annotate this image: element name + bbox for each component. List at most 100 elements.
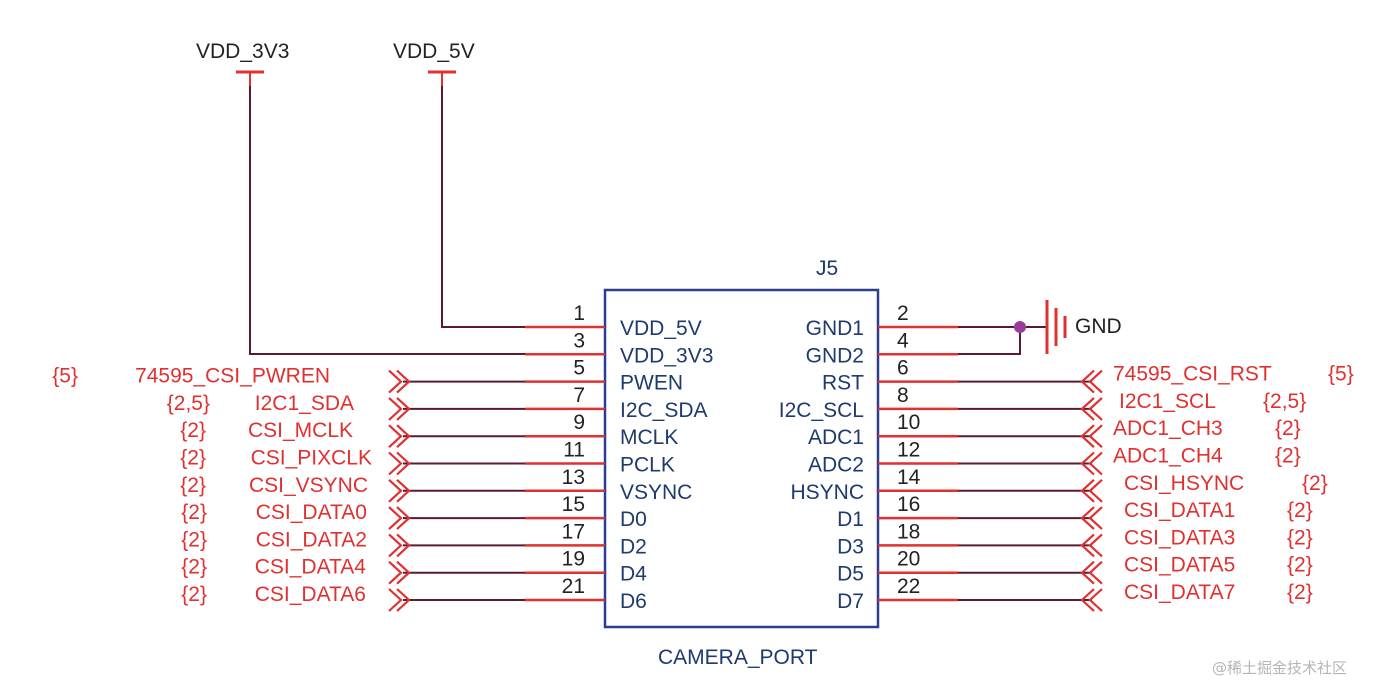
left-pin-name: PCLK (620, 454, 675, 477)
left-net-label: I2C1_SDA (255, 392, 354, 415)
left-net-ref: {2} (181, 528, 207, 551)
left-pin-name: VDD_5V (620, 317, 702, 340)
right-net-ref: {5} (1328, 363, 1354, 386)
gnd-junction-dot (1014, 321, 1026, 333)
right-pin-number: 20 (897, 548, 920, 571)
right-offpage-connector (1088, 478, 1103, 503)
left-offpage-connector (388, 533, 403, 558)
right-offpage-connector (1080, 397, 1095, 421)
right-offpage-connector (1080, 424, 1095, 449)
gnd2-wire (958, 327, 1021, 355)
right-offpage-connector (1088, 451, 1103, 476)
right-net-label: 74595_CSI_RST (1113, 363, 1272, 386)
left-pin-number: 13 (562, 466, 585, 489)
gnd-label: GND (1075, 315, 1122, 338)
left-pin-number: 5 (573, 357, 585, 380)
left-net-label: CSI_DATA0 (256, 501, 367, 524)
left-net-ref: {2} (181, 501, 207, 524)
right-net-ref: {2} (1287, 581, 1313, 604)
power-wires (236, 70, 525, 355)
left-net-ref: {5} (52, 365, 78, 388)
right-net-label: CSI_DATA5 (1124, 554, 1235, 577)
left-offpage-connector (396, 478, 411, 503)
left-pin-number: 1 (573, 302, 585, 325)
left-net-label: CSI_VSYNC (249, 474, 368, 497)
right-pin-number: 16 (897, 493, 920, 516)
vdd-5v-wire (441, 86, 525, 328)
right-net-label: CSI_DATA3 (1124, 526, 1235, 549)
left-pin-name: D0 (620, 508, 647, 531)
left-offpage-connector (388, 397, 403, 421)
left-offpage-connector (388, 588, 403, 612)
left-offpage-connector (396, 451, 411, 476)
right-offpage-connector (1088, 533, 1103, 558)
right-pin-name: D7 (837, 590, 864, 613)
left-net-ref: {2} (180, 419, 206, 442)
right-pin-name: ADC1 (808, 426, 864, 449)
left-pin-number: 17 (562, 520, 585, 543)
left-pin-number: 7 (573, 384, 585, 407)
vdd-5v-label: VDD_5V (393, 40, 475, 63)
left-pin-name: PWEN (620, 372, 683, 395)
right-offpage-connector (1080, 369, 1095, 394)
left-offpage-connector (396, 506, 411, 530)
left-offpage-connector (388, 478, 403, 503)
right-pin-number: 14 (897, 466, 921, 489)
right-pin-name: D3 (837, 535, 864, 558)
left-pin-name: D4 (620, 563, 647, 586)
right-net-ref: {2} (1302, 472, 1328, 495)
left-offpage-connector (388, 369, 403, 394)
left-offpage-connector (396, 533, 411, 558)
right-offpage-connector (1088, 424, 1103, 449)
right-pin-name: D5 (837, 563, 864, 586)
left-offpage-connector (396, 588, 411, 612)
left-offpage-connector (396, 397, 411, 421)
right-pin-name: GND2 (806, 344, 864, 367)
left-offpage-connector (396, 424, 411, 449)
right-net-ref: {2} (1287, 554, 1313, 577)
right-net-label: ADC1_CH3 (1113, 417, 1223, 440)
right-pin-name: I2C_SCL (779, 399, 864, 422)
left-pin-name: I2C_SDA (620, 399, 708, 422)
left-pin-number: 21 (562, 575, 585, 598)
left-pin-number: 19 (562, 548, 585, 571)
right-offpage-connector (1080, 560, 1095, 585)
camera-port-body (603, 288, 880, 629)
left-net-ref: {2,5} (167, 392, 210, 415)
right-net-label: I2C1_SCL (1119, 390, 1216, 413)
left-offpage-connector (388, 424, 403, 449)
right-pin-number: 12 (897, 439, 920, 462)
right-pin-name: GND1 (806, 317, 864, 340)
left-net-label: CSI_DATA4 (255, 556, 367, 579)
left-offpage-connector (388, 506, 403, 530)
right-pin-name: RST (822, 372, 864, 395)
vdd-3v3-wire (249, 86, 525, 355)
left-pin-number: 3 (573, 329, 585, 352)
left-pin-name: D6 (620, 590, 647, 613)
right-offpage-connector (1088, 369, 1103, 394)
right-offpage-connector (1088, 560, 1103, 585)
left-net-label: CSI_MCLK (248, 419, 353, 442)
right-pin-number: 6 (897, 357, 909, 380)
right-net-label: CSI_DATA1 (1124, 499, 1235, 522)
left-net-ref: {2} (181, 556, 207, 579)
watermark: @稀土掘金技术社区 (1212, 659, 1347, 677)
right-net-label: ADC1_CH4 (1113, 445, 1223, 468)
left-offpage-connector (396, 560, 411, 585)
right-offpage-connector (1088, 397, 1103, 421)
left-net-ref: {2} (180, 447, 206, 470)
right-offpage-connector (1088, 588, 1103, 612)
right-offpage-connector (1088, 506, 1103, 530)
left-net-label: CSI_DATA6 (255, 583, 366, 606)
right-net-ref: {2} (1275, 445, 1301, 468)
right-pin-number: 4 (897, 329, 909, 352)
left-pin-number: 11 (563, 439, 585, 462)
right-net-label: CSI_HSYNC (1124, 472, 1244, 495)
left-pin-name: D2 (620, 535, 647, 558)
component-ref: J5 (816, 257, 838, 280)
right-pin-number: 18 (897, 520, 920, 543)
left-net-label: 74595_CSI_PWREN (135, 365, 330, 388)
right-net-ref: {2} (1287, 499, 1313, 522)
